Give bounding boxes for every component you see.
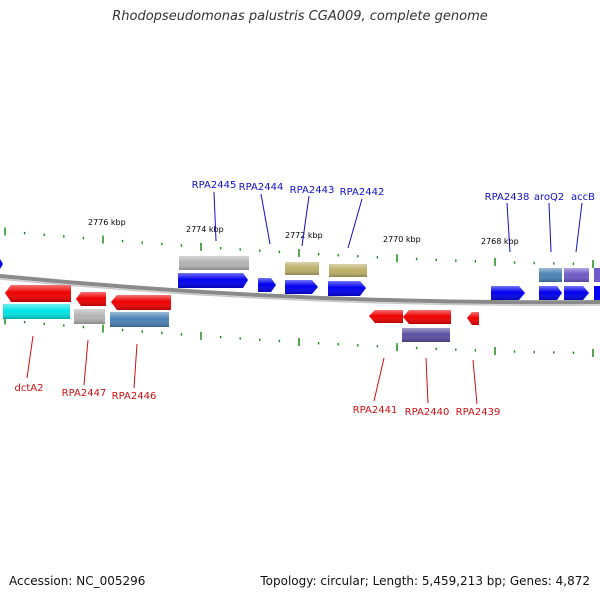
kbp-label: 2774 kbp [186, 225, 224, 234]
gene-label-rpa2442[interactable]: RPA2442 [340, 187, 385, 198]
gene-partial-right[interactable] [594, 286, 600, 300]
gene-label-aroq2[interactable]: aroQ2 [534, 192, 564, 203]
gene-label-rpa2441[interactable]: RPA2441 [353, 405, 398, 416]
top-callouts [213, 191, 583, 253]
reverse-strand-genes [3, 285, 479, 342]
bottom-callouts [26, 335, 478, 405]
gene-label-rpa2440[interactable]: RPA2440 [405, 407, 450, 418]
genome-summary: Topology: circular; Length: 5,459,213 bp… [260, 574, 590, 588]
accession-label: Accession: NC_005296 [9, 574, 146, 588]
gene-label-rpa2445[interactable]: RPA2445 [192, 180, 237, 191]
gene-label-rpa2446[interactable]: RPA2446 [112, 391, 157, 402]
gene-label-rpa2444[interactable]: RPA2444 [239, 182, 284, 193]
gene-label-accb[interactable]: accB [571, 192, 595, 203]
forward-strand-genes [178, 256, 600, 300]
upper-tick-track [4, 227, 594, 268]
gene-label-rpa2447[interactable]: RPA2447 [62, 388, 107, 399]
lower-tick-track [4, 316, 594, 357]
gene-label-rpa2438[interactable]: RPA2438 [485, 192, 530, 203]
gene-partial-left[interactable] [0, 259, 3, 269]
kbp-label: 2768 kbp [481, 237, 519, 246]
genome-backbone [0, 274, 600, 305]
kbp-label: 2770 kbp [383, 235, 421, 244]
map-title: Rhodopseudomonas palustris CGA009, compl… [112, 9, 488, 24]
gene-label-rpa2443[interactable]: RPA2443 [290, 185, 335, 196]
gene-partial-right-purple[interactable] [594, 268, 600, 282]
gene-label-rpa2439[interactable]: RPA2439 [456, 407, 501, 418]
bottom-gene-labels: dctA2 RPA2447 RPA2446 RPA2441 RPA2440 RP… [15, 383, 501, 418]
top-gene-labels: RPA2445 RPA2444 RPA2443 RPA2442 RPA2438 … [192, 180, 595, 203]
genome-backbone-shadow [0, 278, 600, 307]
kbp-label: 2776 kbp [88, 218, 126, 227]
gene-label-dcta2[interactable]: dctA2 [15, 383, 44, 394]
kbp-scale: 2776 kbp 2774 kbp 2772 kbp 2770 kbp 2768… [88, 218, 519, 246]
